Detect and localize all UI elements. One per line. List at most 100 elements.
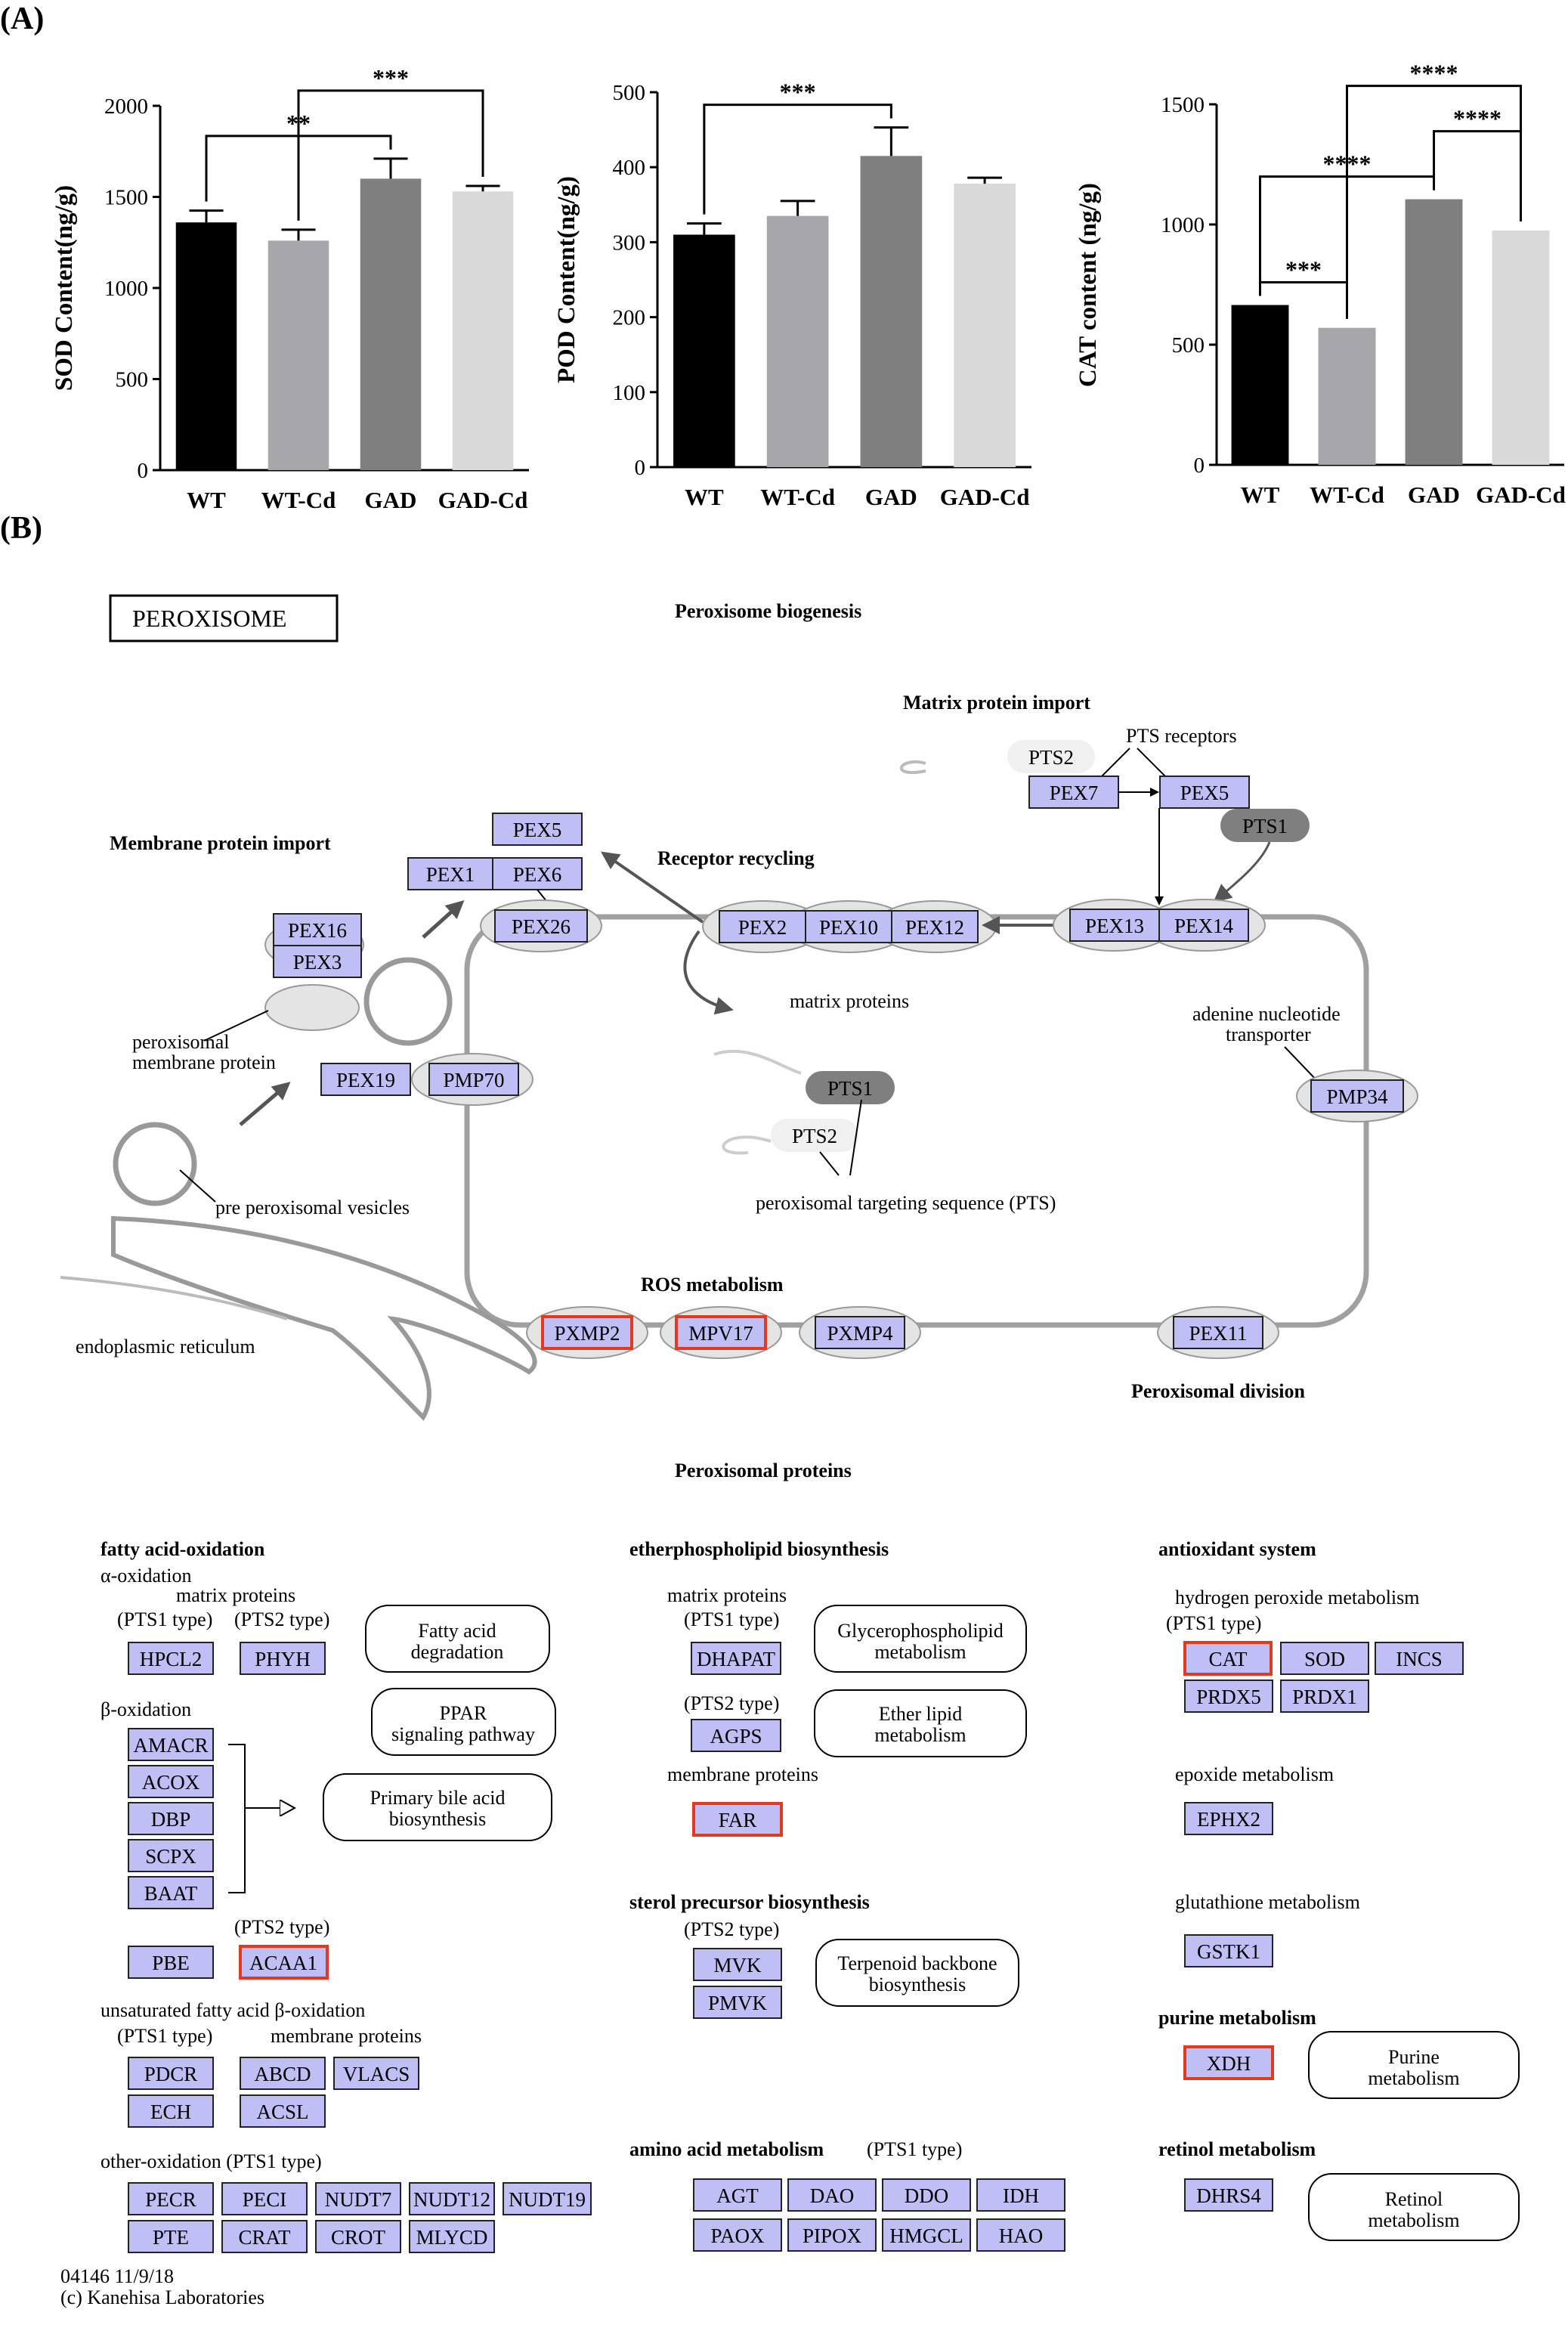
gene-xdh: [1183, 2045, 1274, 2080]
gene-pmp34-label: PMP34: [1326, 1085, 1388, 1108]
gene-mvk-label: MVK: [713, 1954, 762, 1977]
gene-pecr-label: PECR: [145, 2188, 196, 2211]
pts1-strand: [713, 1049, 802, 1075]
gene-gstk1-label: GSTK1: [1197, 1940, 1260, 1963]
gene-pecr: [128, 2182, 214, 2215]
map-fatty-label-1: Fatty acid: [418, 1620, 496, 1642]
map-ether-label-1: Ether lipid: [879, 1703, 962, 1725]
x-tick-label: WT-Cd: [1310, 481, 1384, 508]
adenine-pointer: [1284, 1046, 1319, 1083]
gene-peci: [221, 2182, 308, 2215]
y-axis-label: CAT content (ng/g): [1075, 183, 1102, 387]
gene-dhrs4: [1184, 2178, 1273, 2212]
gene-sod-label: SOD: [1304, 1648, 1345, 1670]
pts1-mid-label: PTS1: [827, 1077, 873, 1100]
bar-wt-cd: [1318, 327, 1376, 465]
bar-wt: [1231, 305, 1289, 465]
label-biogenesis: Peroxisome biogenesis: [675, 600, 861, 622]
map-ppar[interactable]: [371, 1688, 556, 1756]
gene-acsl-label: ACSL: [256, 2101, 308, 2123]
gene-pmvk: [693, 1986, 782, 2019]
map-primary-bile[interactable]: [323, 1773, 552, 1841]
gene-agt: [693, 2178, 782, 2212]
gene-pex6: [492, 857, 583, 890]
label-unsat-pts1: (PTS1 type): [117, 2025, 212, 2047]
pts-receptor-pointer-1: [1099, 748, 1130, 779]
gene-pmp70-label: PMP70: [443, 1069, 504, 1091]
map-fatty-degradation[interactable]: [365, 1605, 550, 1673]
gene-pex26-label: PEX26: [512, 915, 571, 938]
gene-dbp: [128, 1802, 214, 1835]
gene-pex10: [805, 910, 892, 943]
gene-mpv17: [675, 1315, 767, 1350]
map-purine[interactable]: [1308, 2031, 1520, 2099]
label-antiox-header: antioxidant system: [1158, 1538, 1316, 1560]
x-tick-label: GAD: [1408, 481, 1460, 508]
gene-pex14: [1158, 909, 1249, 942]
y-tick-label: 1000: [1161, 213, 1205, 237]
label-epoxide: epoxide metabolism: [1175, 1763, 1334, 1785]
gene-gstk1: [1184, 1934, 1273, 1967]
map-ppar-label-2: signaling pathway: [391, 1723, 535, 1745]
vesicle-arrow: [239, 1082, 291, 1126]
label-pre-vesicles: pre peroxisomal vesicles: [215, 1197, 410, 1218]
label-antiox-pts1: (PTS1 type): [1166, 1612, 1261, 1634]
label-fatty-header: fatty acid-oxidation: [101, 1538, 265, 1560]
label-ether-matrix: matrix proteins: [667, 1584, 787, 1606]
gene-hmgcl-label: HMGCL: [889, 2224, 963, 2247]
gene-scpx-label: SCPX: [145, 1845, 196, 1868]
label-alpha-matrix: matrix proteins: [176, 1584, 295, 1606]
x-tick-label: WT: [187, 487, 226, 513]
gene-crat-label: CRAT: [238, 2226, 291, 2249]
gene-hmgcl: [882, 2218, 971, 2252]
label-alpha: α-oxidation: [101, 1565, 192, 1587]
gene-incs-label: INCS: [1396, 1648, 1443, 1670]
gene-pex2: [719, 910, 806, 943]
gene-amacr-label: AMACR: [133, 1734, 208, 1757]
map-ether-lipid[interactable]: [814, 1689, 1027, 1757]
significance-label: ***: [373, 64, 409, 91]
pts2-top-pill: [1007, 740, 1095, 773]
label-unsat-membrane: membrane proteins: [271, 2025, 422, 2047]
significance-bracket: [297, 89, 484, 221]
map-terpenoid[interactable]: [815, 1939, 1019, 2007]
gene-acsl: [240, 2094, 326, 2128]
gene-crot-label: CROT: [331, 2226, 386, 2249]
label-purine-header: purine metabolism: [1158, 2007, 1316, 2029]
peroxisome-membrane: [464, 914, 1369, 1328]
gene-ech: [128, 2094, 214, 2128]
gene-pex5-right-label: PEX5: [1180, 782, 1229, 804]
gene-paox: [693, 2218, 782, 2252]
map-glycerophospholipid[interactable]: [814, 1605, 1027, 1673]
pts-pointer-1: [849, 1099, 862, 1176]
gene-nudt12: [409, 2182, 495, 2215]
gene-mlycd-label: MLYCD: [416, 2226, 488, 2249]
gene-pte: [128, 2220, 214, 2253]
label-ether-membrane: membrane proteins: [667, 1763, 818, 1785]
y-tick-label: 1500: [104, 186, 148, 210]
gene-hpcl2-label: HPCL2: [140, 1648, 203, 1670]
gene-dhapat: [691, 1642, 781, 1675]
gene-incs: [1375, 1642, 1464, 1675]
gene-pex13-label: PEX13: [1085, 915, 1144, 937]
peroxisome-pathway: PEROXISOME Peroxisome biogenesis endopla…: [60, 594, 1520, 2308]
gene-pxmp4-label: PXMP4: [827, 1322, 893, 1345]
map-retinol[interactable]: [1308, 2173, 1520, 2241]
gene-pxmp4: [815, 1316, 905, 1349]
x-tick-label: GAD-Cd: [940, 484, 1030, 510]
gene-pmp70: [428, 1063, 519, 1096]
gene-hao-label: HAO: [999, 2224, 1044, 2247]
gene-ddo-label: DDO: [905, 2184, 949, 2207]
gene-pbe-label: PBE: [152, 1952, 190, 1974]
gene-prdx5-label: PRDX5: [1196, 1686, 1261, 1708]
pts1-top-pill: [1220, 809, 1310, 842]
gene-pex16-label: PEX16: [288, 919, 347, 942]
vesicle-arrow-2: [422, 899, 465, 939]
gene-nudt12-label: NUDT12: [413, 2188, 490, 2211]
footer-code: 04146 11/9/18: [60, 2265, 174, 2287]
pts1-to-pex14-arrow: [1213, 841, 1271, 902]
pts2-mid-label: PTS2: [792, 1125, 837, 1147]
label-adenine-2: transporter: [1226, 1023, 1311, 1045]
gene-nudt19-label: NUDT19: [509, 2188, 586, 2211]
